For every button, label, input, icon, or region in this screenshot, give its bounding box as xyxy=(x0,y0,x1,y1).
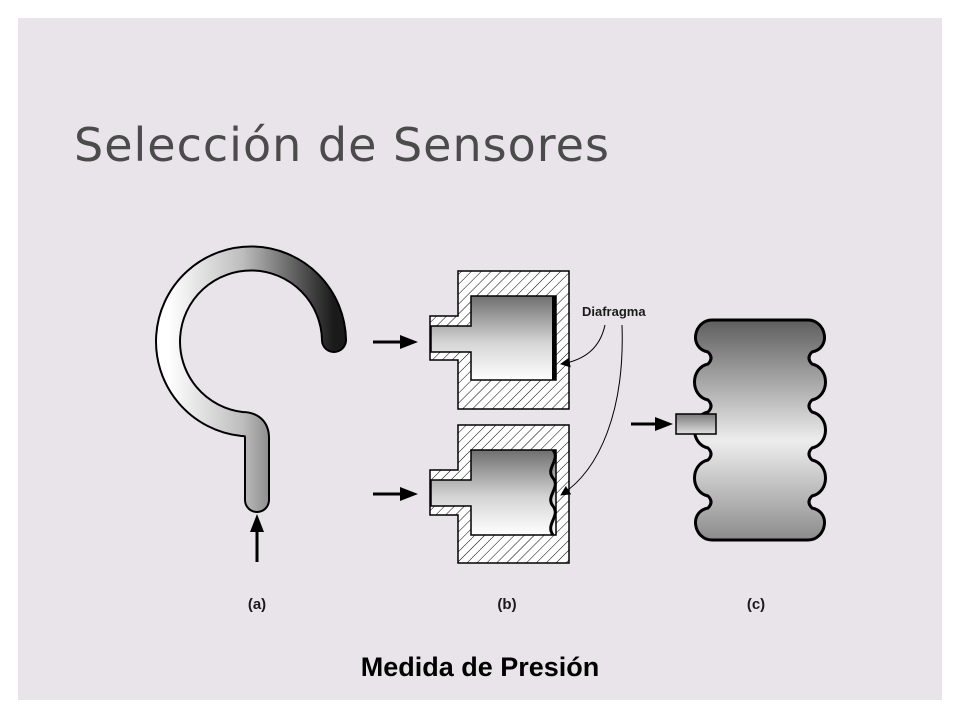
slide-title: Selección de Sensores xyxy=(74,118,610,172)
panel-label-c: (c) xyxy=(747,596,765,613)
pressure-arrow-icon xyxy=(631,417,673,431)
figure-caption: Medida de Presión xyxy=(360,652,600,682)
bourdon-tube-icon xyxy=(155,245,347,513)
diaphragm-chamber-flat-icon xyxy=(429,270,570,410)
panel-label-b: (b) xyxy=(497,596,516,613)
diafragma-label: Diafragma xyxy=(582,304,646,319)
diafragma-pointer xyxy=(560,324,606,368)
slide: Selección de Sensores xyxy=(18,18,942,700)
pressure-arrow-icon xyxy=(373,487,418,501)
diafragma-pointer xyxy=(560,324,623,496)
bellows-icon xyxy=(675,318,827,542)
panel-label-a: (a) xyxy=(248,596,266,613)
diaphragm-chamber-corrugated-icon xyxy=(429,424,570,564)
pressure-arrow-icon xyxy=(373,335,418,349)
pressure-arrow-icon xyxy=(250,514,264,562)
pressure-sensors-figure: Diafragma (a) (b) (c) xyxy=(155,245,827,613)
